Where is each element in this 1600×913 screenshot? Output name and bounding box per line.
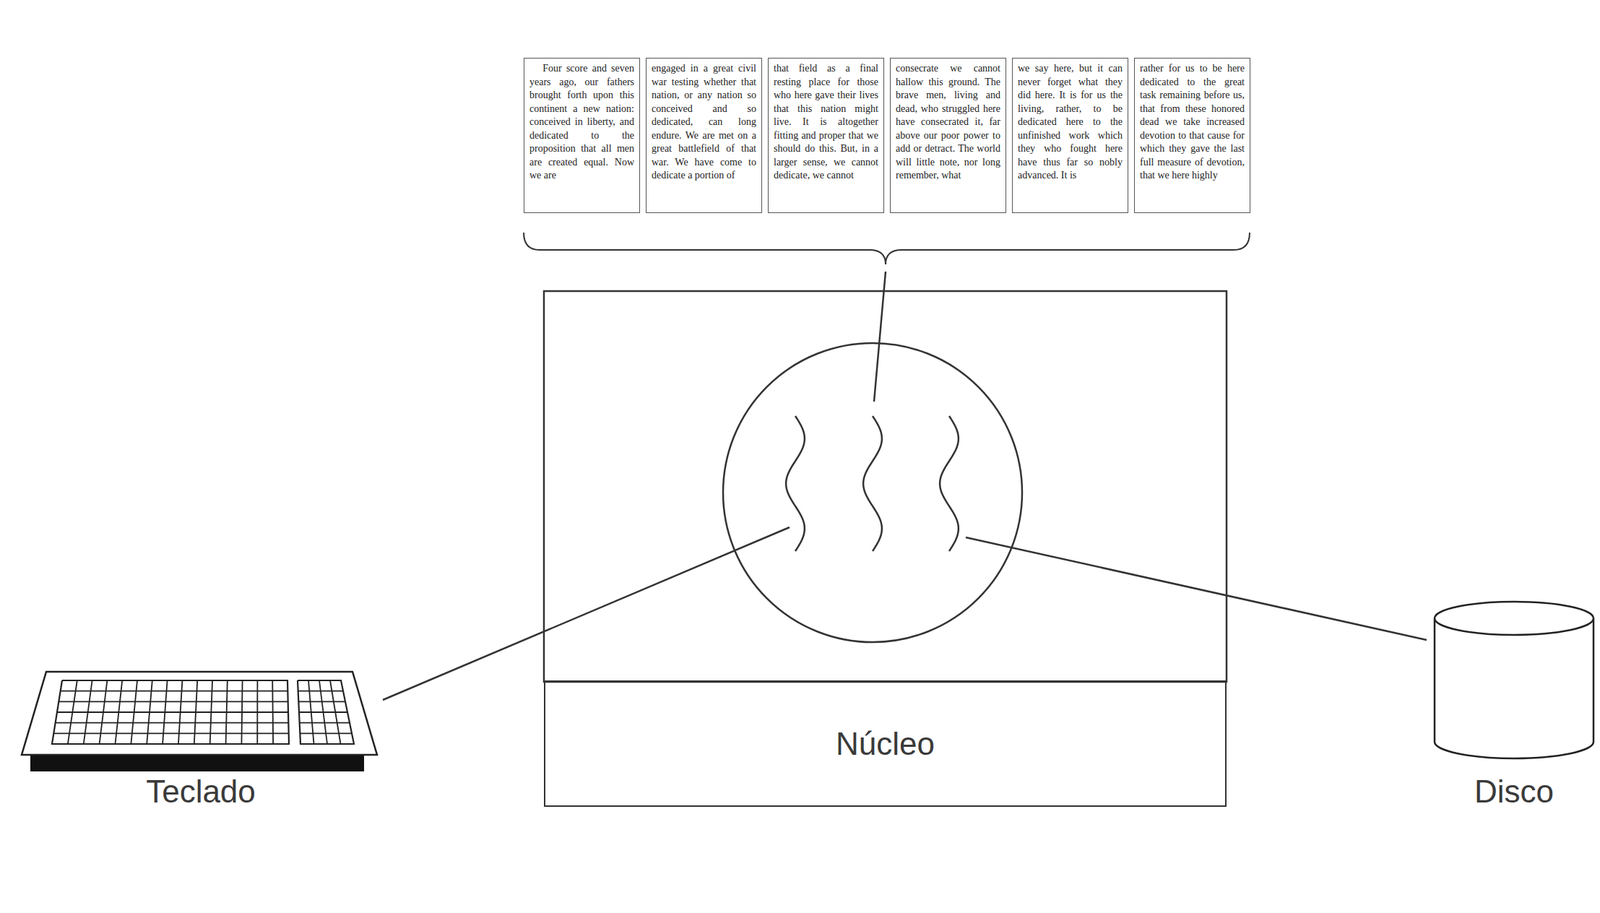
document-page: Four score and seven years ago, our fath…: [523, 57, 640, 214]
document-page: consecrate we cannot hallow this ground.…: [889, 57, 1007, 214]
leader-line: [965, 537, 1427, 640]
thread-squiggle: [939, 416, 959, 552]
process-circle: [723, 343, 1023, 643]
document-page: that field as a final resting place for …: [767, 57, 885, 214]
document-page: rather for us to be here dedicated to th…: [1134, 57, 1251, 214]
thread-group: [785, 416, 959, 552]
document-page: engaged in a great civil war testing whe…: [645, 57, 763, 214]
page-text: that field as a final resting place for …: [773, 62, 879, 183]
disk-symbol: [1430, 598, 1598, 765]
thread-squiggle: [863, 416, 882, 552]
device-label: Núcleo: [835, 725, 935, 763]
page-text: rather for us to be here dedicated to th…: [1139, 62, 1245, 183]
page-text: Four score and seven years ago, our fath…: [529, 62, 635, 183]
page-brace: [523, 232, 1250, 265]
document-page: we say here, but it can never forget wha…: [1012, 57, 1129, 214]
keyboard-device: Teclado: [20, 670, 382, 815]
device-label: Teclado: [20, 775, 382, 808]
keyboard-symbol: [20, 670, 382, 779]
process-box: [543, 291, 1227, 682]
page-text: consecrate we cannot hallow this ground.…: [895, 62, 1001, 183]
leader-line: [874, 271, 886, 402]
page-text: we say here, but it can never forget wha…: [1017, 62, 1123, 183]
device-label: Disco: [1430, 775, 1598, 808]
leader-line: [382, 527, 790, 700]
thread-squiggle: [785, 416, 805, 552]
page-text: engaged in a great civil war testing whe…: [651, 62, 757, 183]
kernel-band: Núcleo: [543, 680, 1227, 807]
disk-device: Disco: [1430, 598, 1598, 815]
